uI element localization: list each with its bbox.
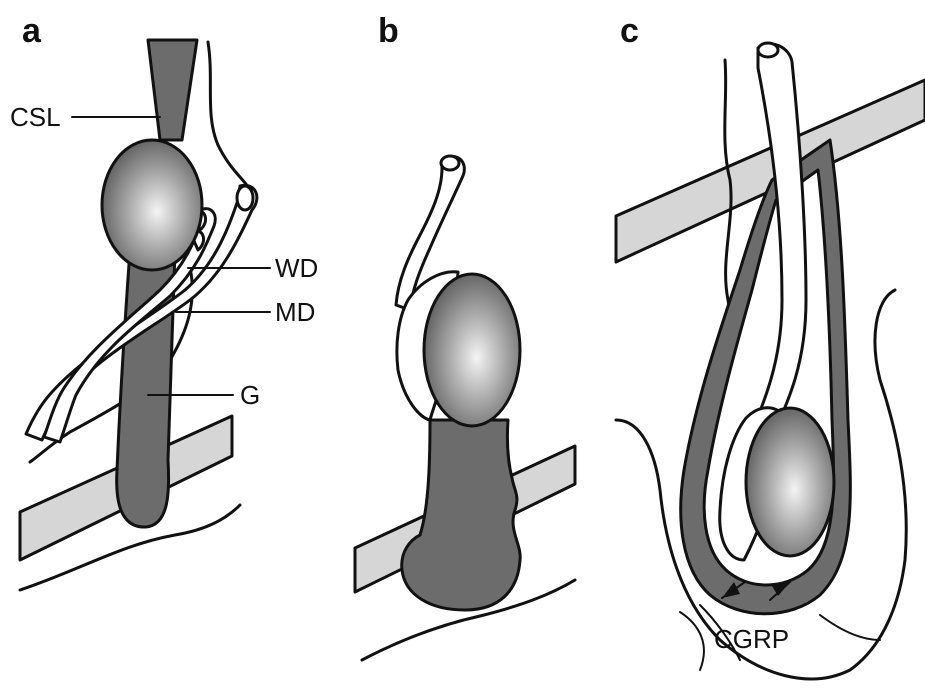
panel-b-testis xyxy=(424,274,520,426)
panel-a-letter: a xyxy=(22,12,42,50)
panel-b-gubernaculum xyxy=(402,420,520,610)
panel-b-duct-opening xyxy=(441,156,459,170)
panel-a-label-wd: WD xyxy=(275,253,318,283)
panel-a-testis xyxy=(102,140,202,270)
panel-a-label-md: MD xyxy=(275,297,315,327)
panel-a-body-outline xyxy=(208,42,250,190)
panel-c-letter: c xyxy=(620,12,639,50)
panel-a: a CSL WD MD G xyxy=(10,12,318,590)
panel-c-label-cgrp: CGRP xyxy=(714,624,789,654)
panel-b: b xyxy=(355,12,575,660)
panel-a-duct-opening xyxy=(237,186,253,210)
panel-a-csl xyxy=(148,40,197,140)
panel-a-label-g: G xyxy=(240,380,260,410)
panel-c: c CGRP xyxy=(616,12,925,679)
panel-c-testis xyxy=(746,408,834,556)
panel-c-duct-opening xyxy=(758,43,778,57)
panel-a-label-csl: CSL xyxy=(10,102,61,132)
panel-c-nerve-fiber xyxy=(820,615,880,640)
panel-c-nerve-fiber xyxy=(680,612,704,670)
panel-b-letter: b xyxy=(378,12,399,50)
